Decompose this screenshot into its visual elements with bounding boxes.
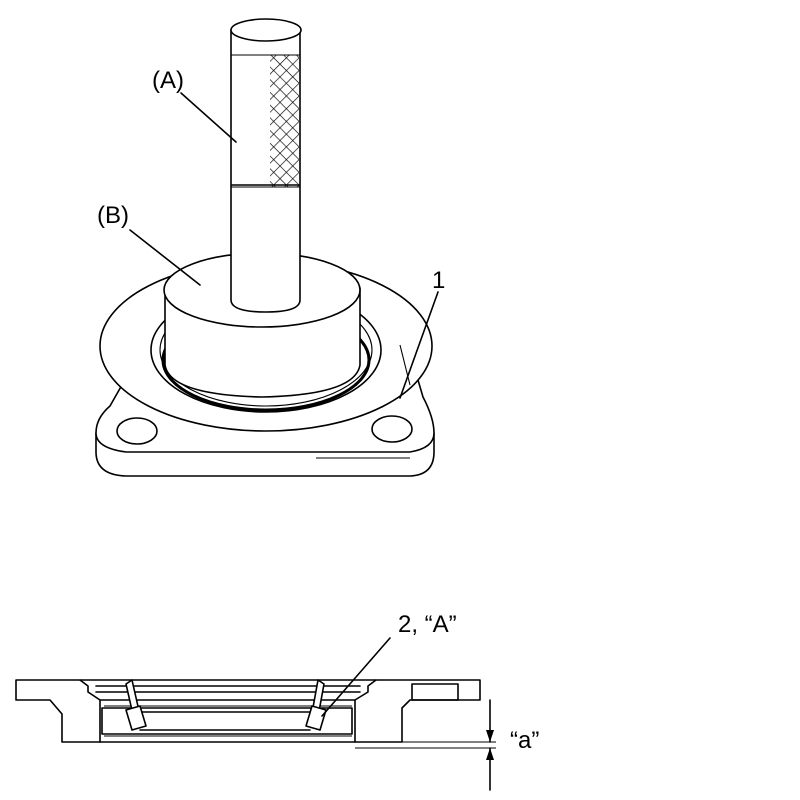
mounting-hole-right [371, 415, 413, 443]
label-tool-a: (A) [152, 67, 184, 94]
housing-cross-section [15, 679, 481, 743]
label-part-2-spec-a: 2, “A” [398, 611, 457, 638]
oil-seal-section [101, 679, 353, 735]
leader-line-b [129, 229, 201, 286]
mounting-hole-left [116, 417, 158, 445]
knurl-pattern [270, 55, 299, 187]
dimension-arrow [486, 748, 494, 760]
dimension-arrow [486, 730, 494, 742]
handle-tool-a [230, 18, 302, 313]
dimension-a: “a” [355, 699, 539, 791]
leader-line-a [180, 92, 237, 143]
label-tool-b: (B) [97, 202, 129, 229]
leader-line-1 [399, 291, 439, 399]
leader-line-2 [321, 637, 391, 717]
label-dimension-a: “a” [510, 727, 539, 754]
label-part-1: 1 [432, 267, 445, 294]
